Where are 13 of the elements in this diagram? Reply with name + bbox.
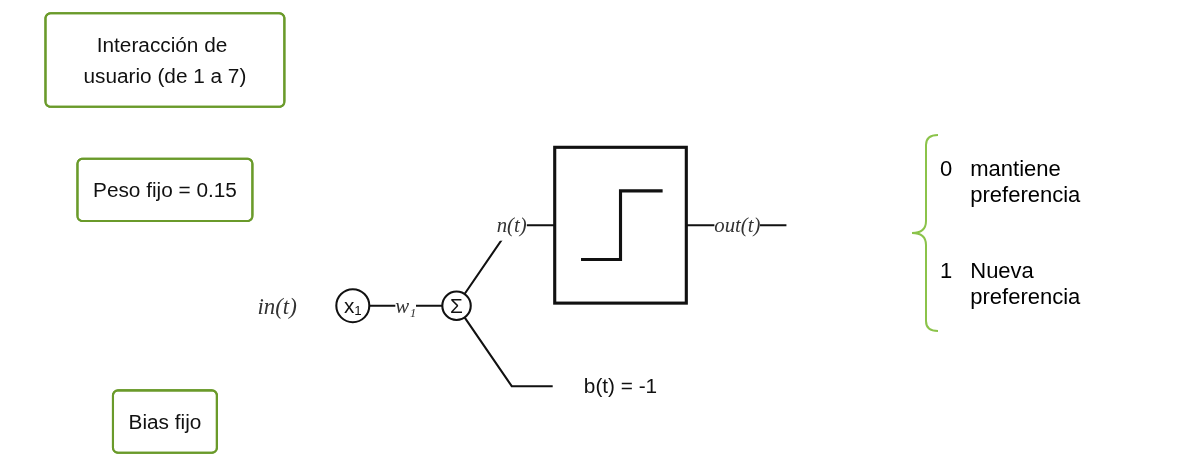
- step-function-box: [553, 145, 688, 305]
- note-box: Bias fijo: [111, 389, 218, 454]
- output-description: mantiene preferencia: [970, 156, 1082, 208]
- note-box: Interacción de usuario (de 1 a 7): [44, 12, 286, 108]
- output-value: 0: [940, 156, 953, 182]
- input-label: in(t): [257, 292, 297, 319]
- neuron-circle: Σ: [441, 290, 472, 321]
- connector-line: [463, 316, 553, 388]
- output-value: 1: [940, 258, 953, 284]
- note-box: Peso fijo = 0.15: [76, 157, 254, 223]
- neuron-circle: x₁: [335, 288, 371, 324]
- output-description: Nueva preferencia: [970, 258, 1082, 310]
- bias-text: b(t) = -1: [583, 374, 658, 398]
